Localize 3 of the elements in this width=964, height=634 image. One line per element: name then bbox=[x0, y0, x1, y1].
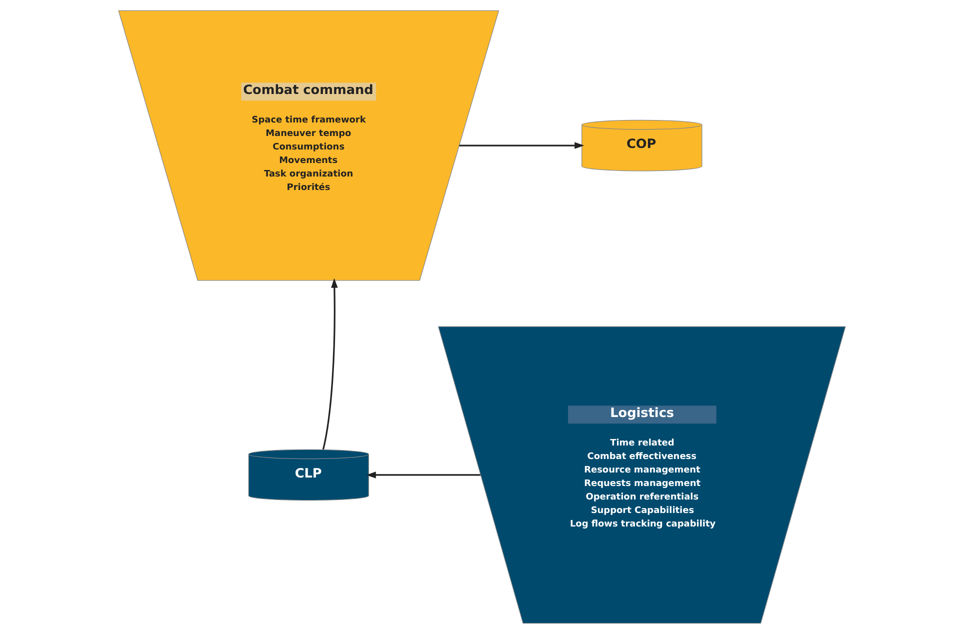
arrow bbox=[459, 142, 584, 149]
arrow bbox=[322, 278, 338, 450]
arrow bbox=[366, 472, 480, 478]
